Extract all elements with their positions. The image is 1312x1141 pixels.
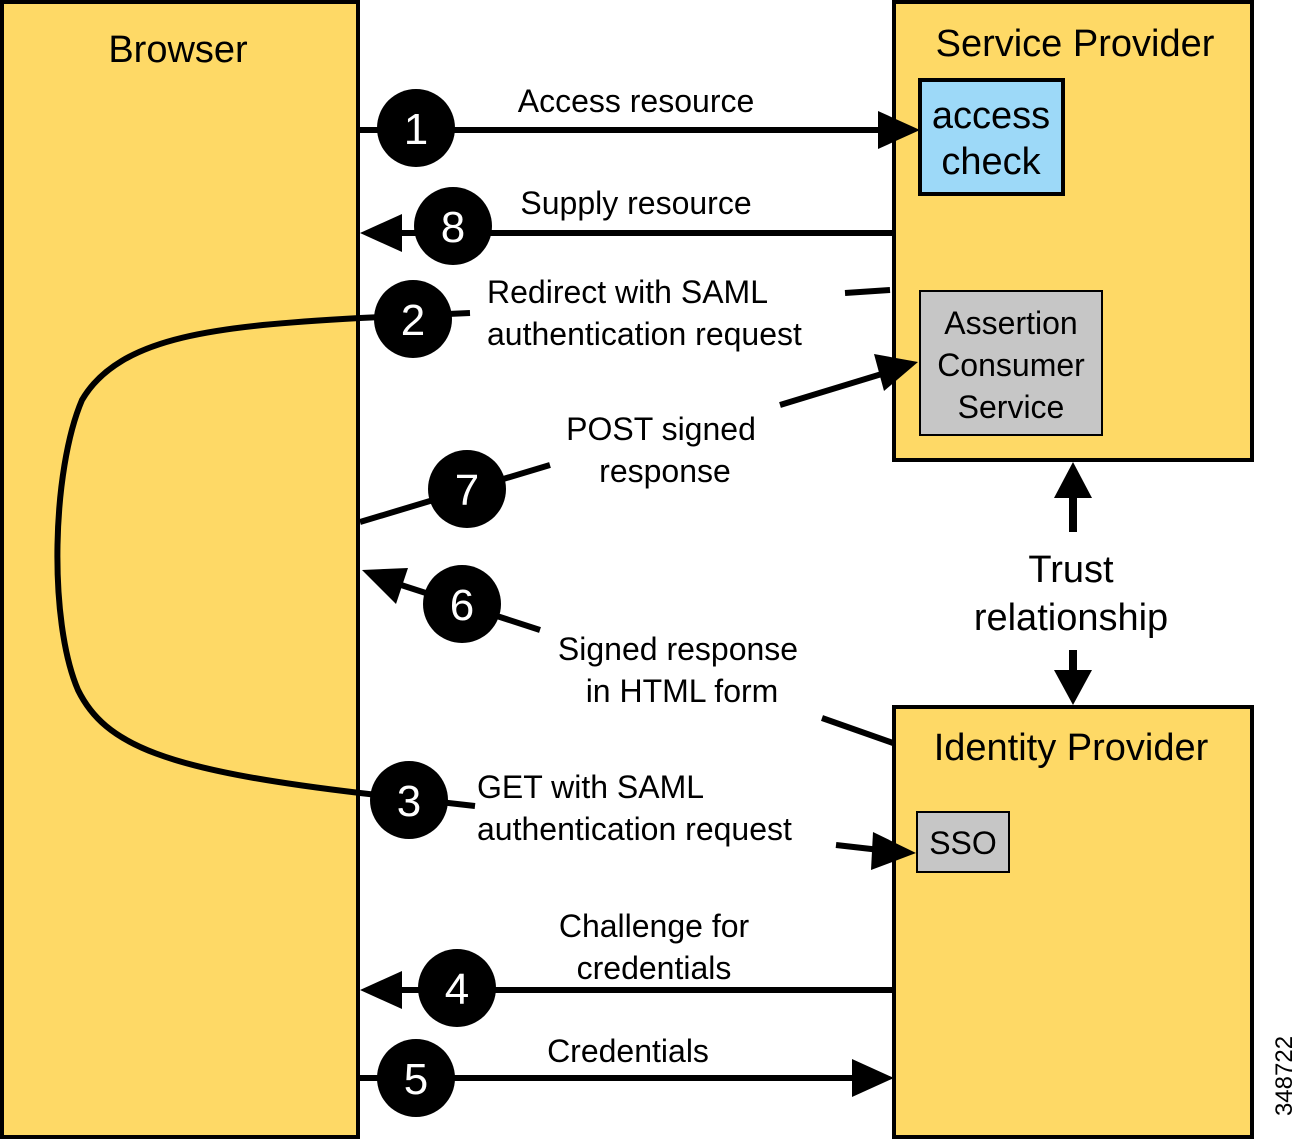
trust-arrow-up-head	[1054, 462, 1092, 498]
sso-box	[916, 811, 1010, 873]
step-4-label-line-2: credentials	[577, 950, 732, 986]
service-provider-title: Service Provider	[936, 23, 1215, 65]
step-5-label: Credentials	[547, 1033, 709, 1069]
step-8-circle	[414, 187, 492, 265]
step-7: 7 POST signed response	[359, 354, 918, 528]
browser-title: Browser	[108, 29, 248, 71]
acs-line-3: Service	[958, 389, 1065, 425]
step-2-number: 2	[401, 296, 425, 345]
step-3-number: 3	[397, 777, 421, 826]
acs-box	[919, 290, 1103, 436]
step-6-arrowhead	[362, 568, 408, 604]
access-check-line-2: check	[941, 141, 1041, 183]
step-7-label-line-1: POST signed	[566, 411, 756, 447]
step-8: 8 Supply resource	[360, 185, 894, 265]
sso-label: SSO	[929, 825, 997, 861]
step-3-label-line-2: authentication request	[477, 811, 792, 847]
step-2: 2 Redirect with SAML authentication requ…	[374, 274, 802, 358]
identity-provider-box: Identity Provider SSO	[892, 705, 1254, 1139]
step-5-circle	[377, 1039, 455, 1117]
step-8-number: 8	[441, 203, 465, 252]
step-6-label-line-2: in HTML form	[586, 673, 779, 709]
step-4-label-line-1: Challenge for	[559, 908, 750, 944]
step-6-number: 6	[450, 581, 474, 630]
figure-id: 348722	[1271, 1036, 1298, 1116]
step-8-arrowhead	[360, 214, 402, 252]
step-8-label: Supply resource	[520, 185, 751, 221]
identity-provider-rect	[892, 705, 1254, 1139]
step-5-arrowhead	[852, 1059, 894, 1097]
step-3-arrowhead	[871, 832, 916, 870]
step-2-line-sp	[844, 287, 891, 296]
step-5: 5 Credentials	[358, 1033, 894, 1117]
trust-label-line-1: Trust	[1028, 549, 1114, 591]
step-1-arrowhead	[878, 111, 920, 149]
step-7-line-acs	[779, 370, 886, 408]
step-6-line-idp	[821, 715, 894, 746]
trust-label-line-2: relationship	[974, 597, 1168, 639]
step-5-number: 5	[404, 1055, 428, 1104]
redirect-loop-line	[54, 310, 476, 809]
step-7-number: 7	[455, 466, 479, 515]
step-1-circle	[377, 89, 455, 167]
step-7-circle	[428, 450, 506, 528]
browser-rect	[0, 0, 360, 1139]
step-2-label-line-1: Redirect with SAML	[487, 274, 768, 310]
step-1-label: Access resource	[518, 83, 755, 119]
trust-relationship: Trust relationship	[974, 462, 1168, 705]
acs-line-1: Assertion	[944, 305, 1077, 341]
step-6-label-line-1: Signed response	[558, 631, 798, 667]
step-2-label-line-2: authentication request	[487, 316, 802, 352]
access-check-box	[918, 78, 1065, 196]
step-6: 6 Signed response in HTML form	[362, 565, 894, 746]
step-4-number: 4	[445, 965, 469, 1014]
step-2-circle	[374, 280, 452, 358]
service-provider-box: Service Provider access check Assertion …	[892, 0, 1254, 462]
step-1-number: 1	[404, 105, 428, 154]
step-4-arrowhead	[360, 971, 402, 1009]
step-3: 3 GET with SAML authentication request	[370, 761, 916, 870]
step-7-arrowhead	[874, 354, 918, 391]
acs-line-2: Consumer	[937, 347, 1085, 383]
step-3-label-line-1: GET with SAML	[477, 769, 704, 805]
step-3-circle	[370, 761, 448, 839]
step-1: 1 Access resource	[358, 83, 920, 167]
step-4-circle	[418, 949, 496, 1027]
access-check-line-1: access	[932, 95, 1050, 137]
step-4: 4 Challenge for credentials	[360, 908, 894, 1027]
trust-arrow-down-head	[1054, 670, 1092, 705]
step-6-circle	[423, 565, 501, 643]
browser-box: Browser	[0, 0, 360, 1139]
identity-provider-title: Identity Provider	[934, 727, 1209, 769]
step-7-label-line-2: response	[599, 453, 731, 489]
